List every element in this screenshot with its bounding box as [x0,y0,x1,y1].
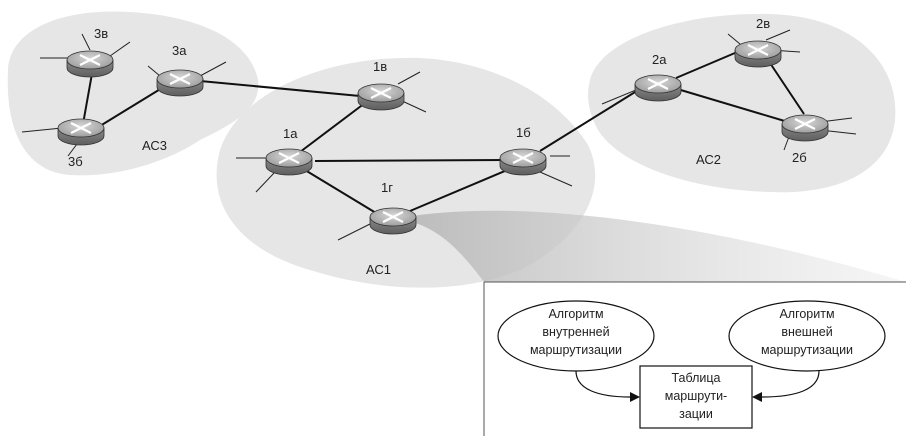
arrowhead-inter [752,392,762,402]
as2-region [588,13,896,193]
router-label-3b: 3б [68,154,83,169]
routing-table-line-1: Таблица [671,371,720,385]
routing-table-line-3: зации [679,407,713,421]
router-label-1b: 1б [516,125,531,140]
link-1v-1a [299,102,366,153]
router-label-1a: 1а [283,126,298,141]
router-label-2v: 2в [756,16,770,31]
router-3b-icon [57,118,105,146]
intra-algorithm-line-3: маршрутизации [530,343,622,357]
router-label-3v: 3в [94,26,108,41]
router-label-3a: 3а [172,43,187,58]
router-label-2b: 2б [792,150,807,165]
link-2a-2b [673,87,789,123]
link-1a-1b [314,159,507,162]
router-label-2a: 2а [652,52,667,67]
link-3a-1v [199,80,361,97]
as-label-as1: АС1 [366,262,391,277]
arrow-intra-to-table [575,370,631,398]
inter-algorithm-line-1: Алгоритм [779,307,834,321]
router-1v-icon [357,83,405,111]
routing-detail-box: Алгоритм внутренней маршрутизации Алгори… [483,281,906,436]
routing-table-line-2: маршрути- [665,389,727,403]
router-1b-icon [499,148,547,176]
inter-algorithm-ellipse [728,300,886,372]
router-3a-icon [156,69,204,97]
link-1g-1b [409,167,513,212]
as-label-as2: АС2 [696,152,721,167]
inter-algorithm-line-3: маршрутизации [761,343,853,357]
links [82,49,805,214]
router-1a-icon [265,148,313,176]
router-2v-icon [734,40,782,68]
link-2v-2b [767,59,805,115]
router-3v-icon [66,50,114,78]
link-2a-2v [675,49,743,79]
intra-algorithm-line-1: Алгоритм [548,307,603,321]
router-2a-icon [634,74,682,102]
zoom-wedge [412,210,906,282]
router-2b-icon [781,114,829,142]
intra-algorithm-line-2: внутренней [542,325,609,339]
link-3b-3a [99,87,163,127]
router-label-1g: 1г [381,180,393,195]
router-label-1v: 1в [373,59,387,74]
arrow-inter-to-table [761,370,820,398]
link-1b-2a [539,88,641,152]
router-1g-icon [369,207,417,235]
link-1a-1g [304,169,377,214]
inter-algorithm-line-2: внешней [781,325,832,339]
as-label-as3: АС3 [142,138,167,153]
arrowhead-intra [630,392,640,402]
